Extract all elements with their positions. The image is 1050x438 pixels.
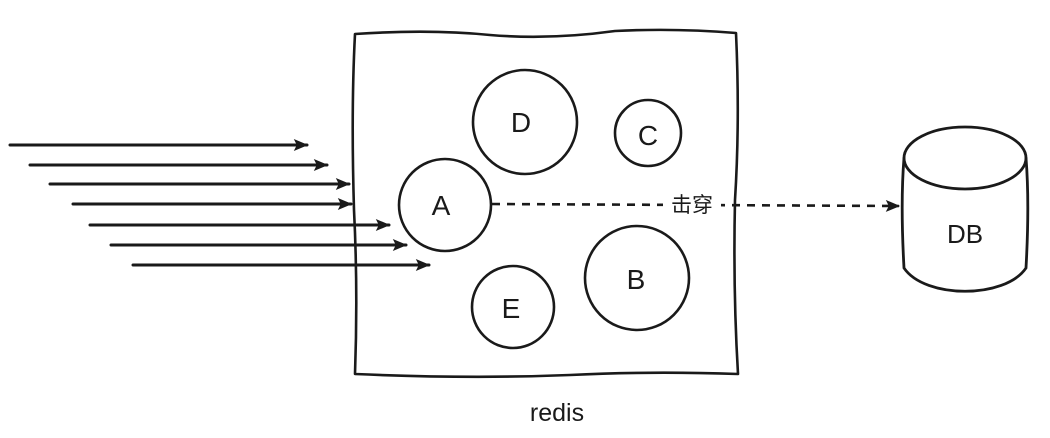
node-label: B (627, 264, 646, 295)
cache-node-a: A (397, 157, 493, 253)
node-label: E (502, 293, 521, 324)
node-label: A (432, 190, 451, 221)
cache-node-d: D (471, 68, 579, 176)
breakdown-arrow (491, 199, 901, 212)
node-circle (470, 264, 556, 350)
node-label: D (511, 107, 531, 138)
database-cylinder: DB (900, 125, 1030, 293)
db-label: DB (947, 219, 983, 249)
node-label: C (638, 120, 658, 151)
cache-node-e: E (470, 264, 556, 350)
node-circle (397, 157, 493, 253)
redis-caption: redis (530, 399, 584, 427)
node-circle (613, 98, 683, 168)
redis-box (351, 28, 740, 379)
db-cylinder-body (900, 156, 1030, 293)
breakdown-label-bg (663, 190, 721, 218)
node-circle (471, 68, 579, 176)
cache-node-c: C (613, 98, 683, 168)
db-cylinder-top (902, 125, 1028, 191)
node-circle (583, 224, 691, 332)
cache-node-b: B (583, 224, 691, 332)
incoming-request-arrows (8, 139, 431, 271)
breakdown-label: 击穿 (671, 194, 713, 217)
